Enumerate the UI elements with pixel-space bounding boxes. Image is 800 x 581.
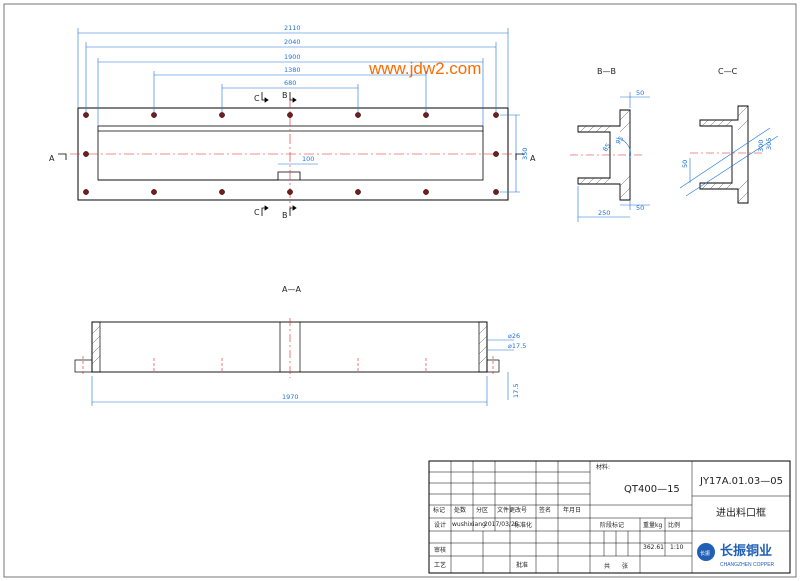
- tb-material-label: 材料:: [596, 463, 610, 471]
- dim-2110: 2110: [284, 24, 301, 32]
- cut-c-top: C: [254, 94, 260, 103]
- tb-review: 审核: [434, 546, 446, 554]
- tb-date: 年月日: [563, 506, 581, 514]
- section-bb-title: B—B: [597, 67, 616, 76]
- cc-dim-300: 300: [757, 140, 765, 152]
- tb-mark: 标记: [433, 506, 445, 514]
- tb-material: QT400—15: [624, 484, 680, 495]
- aa-dim-17-5-v: 17.5: [512, 384, 520, 398]
- tb-drawing-no: JY17A.01.03—05: [699, 476, 783, 487]
- company-logo-text: 长振: [700, 550, 710, 557]
- tb-standard: 标准化: [514, 521, 532, 529]
- tb-approve: 批准: [516, 561, 528, 569]
- tb-process: 工艺: [434, 561, 446, 569]
- hatch-bb: [579, 109, 631, 199]
- tb-zone: 分区: [476, 506, 488, 514]
- dim-100: 100: [302, 155, 314, 163]
- section-cc-title: C—C: [718, 67, 738, 76]
- section-bb: B—B 50 50 250 85 95: [570, 67, 650, 222]
- tb-scale: 1:10: [670, 544, 684, 551]
- cut-c-bottom: C: [254, 208, 260, 217]
- cut-a-left: A: [49, 154, 55, 163]
- bb-dim-lines: [577, 92, 650, 222]
- dim-2040: 2040: [284, 38, 301, 46]
- bb-dim-95: 95: [614, 135, 625, 146]
- aa-dim-lines: [91, 339, 514, 406]
- cut-a-right: A: [530, 154, 536, 163]
- bb-dim-250: 250: [598, 209, 610, 217]
- tb-design-date: 2017/03/25: [484, 521, 519, 528]
- sheet-border: [3, 3, 797, 578]
- plan-opening: [97, 125, 484, 181]
- dim-680: 680: [284, 79, 296, 87]
- bb-dim-50-top: 50: [636, 89, 644, 97]
- tb-scale-label: 比例: [668, 521, 680, 529]
- company-logo-icon: [697, 543, 715, 561]
- company-name: 长振铜业: [720, 543, 772, 559]
- cc-dim-50: 50: [681, 160, 689, 168]
- tb-weight: 362.61: [643, 544, 664, 551]
- company-name-en: CHANGZHEN COPPER: [720, 562, 775, 568]
- tb-count: 处数: [454, 506, 466, 514]
- bolt-holes: [83, 112, 499, 195]
- tb-designer: wushixiang: [452, 521, 486, 528]
- dim-1900: 1900: [284, 53, 301, 61]
- section-aa: A—A 1970 ⌀26 ⌀17.5 17.5: [74, 285, 526, 406]
- tb-weight-label: 重量kg: [643, 521, 662, 529]
- section-cc: C—C 50 300 305: [679, 67, 779, 204]
- section-aa-title: A—A: [282, 285, 301, 294]
- plan-view: 2110 2040 1900 1380 680 100 350 C B C B …: [49, 24, 536, 220]
- aa-dim-26: ⌀26: [508, 332, 520, 340]
- tb-design: 设计: [434, 521, 446, 529]
- cut-markers: [58, 92, 524, 216]
- dim-1380: 1380: [284, 66, 301, 74]
- cut-b-bottom: B: [282, 211, 288, 220]
- cc-dim-305: 305: [765, 138, 773, 150]
- aa-dim-17-5: ⌀17.5: [508, 342, 526, 350]
- tb-sheets: 共: [604, 562, 610, 570]
- tb-part-name: 进出料口框: [716, 506, 766, 519]
- watermark: www.jdw2.com: [368, 59, 481, 78]
- dim-350: 350: [521, 148, 529, 160]
- aa-hole-marks: [82, 356, 494, 376]
- hatch-aa: [91, 325, 488, 365]
- bb-dim-50-bottom: 50: [636, 204, 644, 212]
- cut-b-top: B: [282, 91, 288, 100]
- bb-dim-85: 85: [601, 142, 612, 153]
- hatch-cc: [701, 105, 749, 203]
- plan-dim-lines: [77, 28, 520, 193]
- tb-sign: 签名: [539, 506, 551, 514]
- tb-sheet: 张: [622, 562, 628, 570]
- tb-stage-mark: 阶段标记: [600, 521, 624, 529]
- tb-doc: 文件更改号: [497, 506, 527, 514]
- cc-dim-lines: [679, 127, 779, 197]
- aa-dim-1970: 1970: [282, 393, 299, 401]
- title-block: 标记 处数 分区 文件更改号 签名 年月日 设计 wushixiang 2017…: [428, 460, 791, 574]
